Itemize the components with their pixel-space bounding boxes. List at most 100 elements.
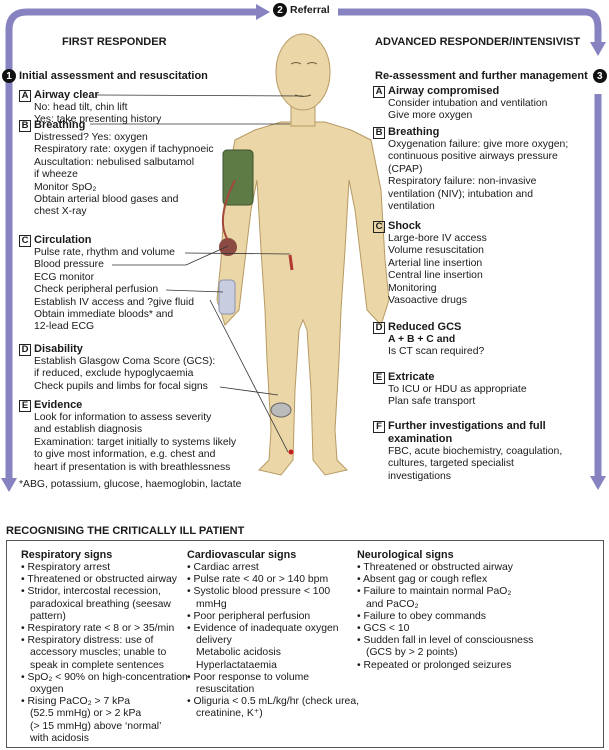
section-line: Oxygenation failure: give more oxygen; [388, 139, 569, 150]
sign-text: Threatened or obstructed airway [27, 574, 177, 586]
sign-item: • Threatened or obstructed airway [357, 562, 597, 574]
sign-text: Evidence of inadequate oxygen [193, 623, 339, 635]
bullet-icon: • [187, 562, 194, 573]
sign-text: Absent gag or cough reflex [362, 574, 488, 586]
sign-item: • GCS < 10 [357, 623, 597, 635]
sign-item: resuscitation [187, 684, 362, 696]
sign-item: with acidosis [21, 733, 196, 745]
section-title-text: Disability [34, 343, 83, 355]
letter-box-icon: B [19, 119, 31, 132]
sign-text: Respiratory distress: use of [27, 635, 154, 647]
section-line: chest X-ray [34, 206, 87, 218]
section-line: ECG monitor [34, 271, 95, 283]
section-title-text: Evidence [34, 399, 83, 411]
pulse-point-icon [288, 449, 294, 455]
bullet-icon: • [21, 671, 28, 683]
section-line: Monitoring [388, 282, 437, 294]
sign-item: • Repeated or prolonged seizures [357, 660, 597, 672]
section-title-text: Circulation [34, 234, 92, 246]
signs-column: Respiratory signs• Respiratory arrest• T… [21, 549, 196, 745]
flow-arrows [1, 4, 606, 492]
section-title-cont: examination [388, 433, 453, 445]
section-line: Large-bore IV access [388, 233, 487, 244]
sign-text: paradoxical breathing (seesaw [30, 598, 171, 610]
sign-item: • Failure to maintain normal PaO₂ [357, 586, 597, 598]
letter-box-icon: C [19, 234, 31, 247]
section-line: Look for information to assess severity [34, 412, 212, 423]
letter-box-icon: E [19, 399, 31, 412]
referral-step: 2 Referral [273, 3, 333, 17]
sign-text: (GCS by > 2 points) [366, 647, 458, 659]
sign-text: Metabolic acidosis [196, 647, 281, 659]
recognising-panel: Respiratory signs• Respiratory arrest• T… [6, 540, 604, 748]
sign-item: • Rising PaCO₂ > 7 kPa [21, 696, 196, 708]
sign-text: speak in complete sentences [30, 659, 165, 671]
section-line: To ICU or HDU as appropriate [388, 384, 527, 395]
sign-text: Threatened or obstructed airway [363, 562, 513, 573]
sign-text: Repeated or prolonged seizures [363, 659, 512, 671]
section-line: Obtain immediate bloods* and [34, 309, 174, 321]
sign-item: • Pulse rate < 40 or > 140 bpm [187, 574, 362, 586]
sign-item: paradoxical breathing (seesaw [21, 599, 196, 611]
step-number: 3 [592, 69, 607, 83]
pump-bulb-icon [219, 238, 237, 256]
arrowhead-right-down [590, 476, 606, 490]
section-line: (CPAP) [388, 163, 423, 175]
head-icon [275, 33, 331, 111]
section-line: Pulse rate, rhythm and volume [34, 247, 175, 258]
section-line: Consider intubation and ventilation [388, 98, 548, 109]
section-line: Monitor SpO₂ [34, 181, 97, 193]
step-3: Re-assessment and further management 3 [375, 69, 607, 83]
mouth-icon [294, 94, 312, 97]
arrowhead-left-down [1, 478, 17, 492]
sign-item: and PaCO₂ [357, 599, 597, 611]
section-line: Establish Glasgow Coma Score (GCS): [34, 356, 216, 367]
sign-text: Cardiac arrest [193, 562, 259, 573]
connector-lines [90, 94, 304, 453]
section-line: 12-lead ECG [34, 321, 95, 333]
sign-item: speak in complete sentences [21, 660, 196, 672]
sign-item: • Sudden fall in level of consciousness [357, 635, 597, 647]
patient-body-figure [216, 33, 390, 476]
sign-item: delivery [187, 635, 362, 647]
sign-text: with acidosis [30, 732, 89, 744]
section-line: Obtain arterial blood gases and [34, 194, 179, 206]
iv-site-icon [288, 254, 294, 271]
sign-item: (52.5 mmHg) or > 2 kPa [21, 708, 196, 720]
section-title-text: Airway compromised [388, 85, 500, 97]
bullet-icon: • [21, 635, 28, 647]
section-line: Vasoactive drugs [388, 295, 467, 307]
sign-text: oxygen [30, 684, 64, 696]
sign-item: • Respiratory distress: use of [21, 635, 196, 647]
section-line: investigations [388, 470, 451, 482]
bullet-icon: • [21, 696, 28, 708]
sign-item: accessory muscles; unable to [21, 647, 196, 659]
bullet-icon: • [187, 610, 194, 622]
sign-text: (> 15 mmHg) above ‘normal’ [30, 720, 162, 732]
sign-text: Failure to maintain normal PaO₂ [363, 586, 512, 598]
step-1: 1 Initial assessment and resuscitation [2, 69, 208, 83]
sign-item: oxygen [21, 684, 196, 696]
section-line: ventilation (NIV); intubation and [388, 188, 533, 200]
section-title-text: Breathing [34, 119, 86, 131]
bullet-icon: • [357, 610, 364, 622]
section-line: Check pupils and limbs for focal signs [34, 380, 208, 392]
signs-heading: Respiratory signs [21, 549, 113, 561]
sign-text: creatinine, K⁺) [196, 708, 263, 720]
letter-box-icon: B [373, 126, 385, 139]
section-title-text: Shock [388, 220, 422, 232]
sign-item: • Poor response to volume [187, 672, 362, 684]
bullet-icon: • [357, 562, 364, 573]
